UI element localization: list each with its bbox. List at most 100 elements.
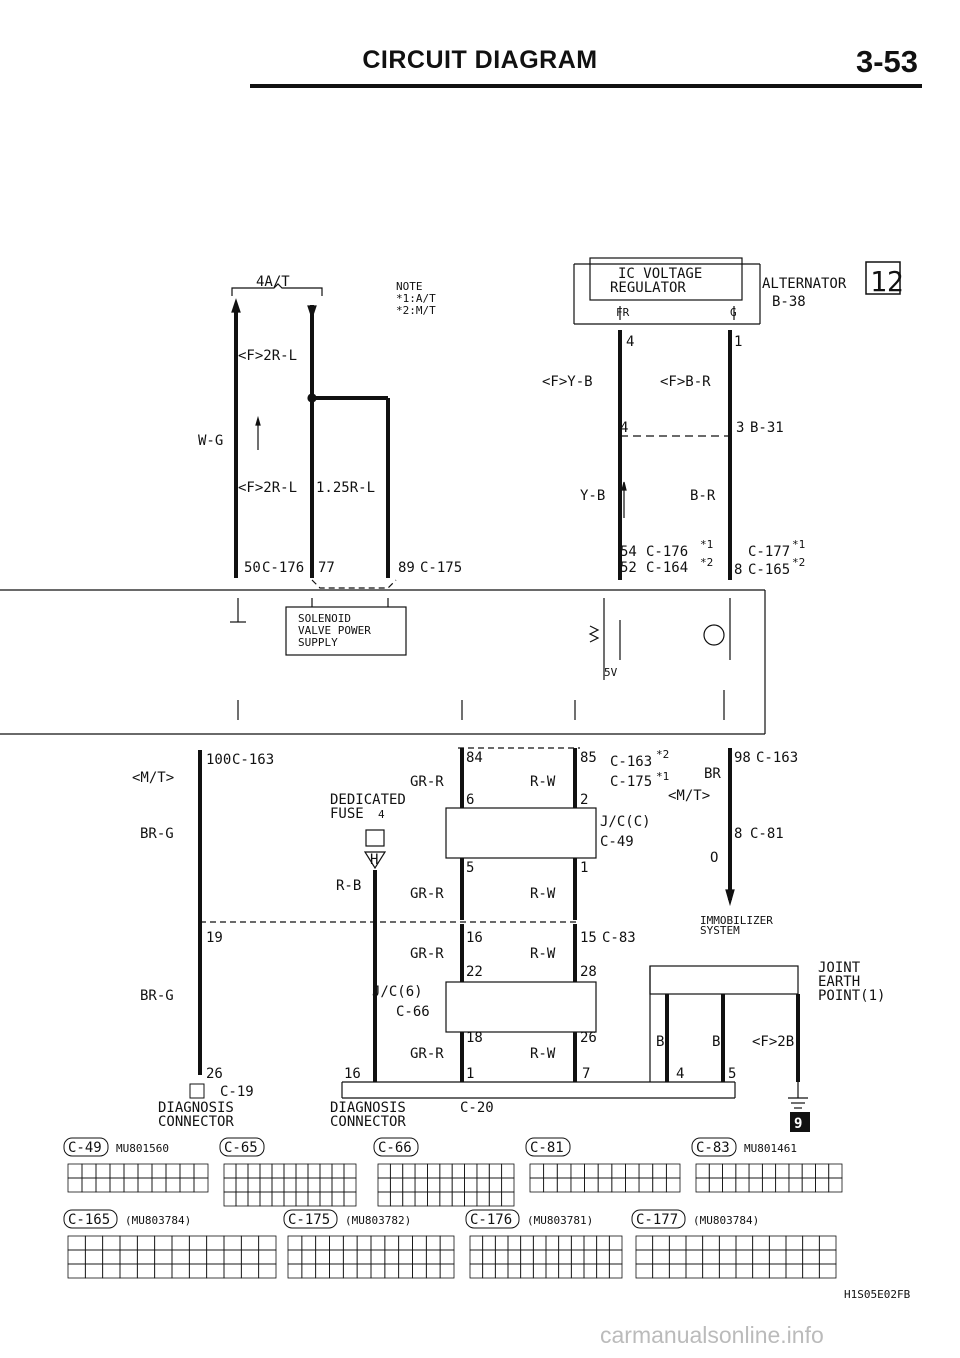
connector-row1-pin-cell — [389, 1177, 404, 1193]
pin-19: 19 — [206, 930, 223, 946]
label-gr-r-2: GR-R — [410, 886, 444, 902]
connector-row1-pin-cell — [638, 1177, 654, 1193]
connector-row2-pin-cell — [439, 1235, 455, 1251]
connector-row2-pin-cell — [785, 1249, 804, 1265]
label-125r-l: 1.25R-L — [316, 480, 375, 496]
connector-row2-pin-cell — [67, 1235, 86, 1251]
connector-row2-pin-cell — [520, 1249, 534, 1265]
connector-row2-pin-cell — [329, 1235, 344, 1251]
connector-row1-pin-cell — [652, 1177, 667, 1193]
pin-84: 84 — [466, 750, 483, 766]
connector-row1-pin-cell — [722, 1177, 737, 1193]
connector-row2-pin-cell — [154, 1249, 173, 1265]
connector-row1-pin-cell — [652, 1163, 667, 1179]
connector-row2-pin-cell — [258, 1249, 277, 1265]
connector-row1-pin-cell — [529, 1177, 545, 1193]
connector-row1-pin-cell — [389, 1191, 404, 1207]
connector-row2-pin-cell — [315, 1249, 330, 1265]
pin-15: 15 — [580, 930, 597, 946]
pin-50: 50 — [244, 560, 261, 576]
connector-row1-pin-cell — [695, 1177, 710, 1193]
connector-row1-pin-cell — [570, 1177, 585, 1193]
connector-row1-pin-cell — [67, 1163, 83, 1179]
note-line-2: *2:M/T — [396, 304, 436, 317]
connector-row2-pin-cell — [570, 1263, 585, 1279]
connector-row1-label-frame-4 — [691, 1137, 737, 1157]
connector-row1-pin-cell — [319, 1191, 333, 1207]
connector-row1-part-0: MU801560 — [116, 1142, 169, 1155]
connector-row2-pin-cell — [583, 1249, 598, 1265]
connector-row1-pin-cell — [235, 1191, 249, 1207]
connector-row1-pin-cell — [319, 1163, 333, 1179]
connector-row2-pin-cell — [802, 1235, 820, 1251]
connector-row1-pin-cell — [501, 1191, 515, 1207]
connector-row1-pin-cell — [488, 1163, 503, 1179]
connector-row2-pin-cell — [482, 1263, 496, 1279]
page-number: 3-53 — [855, 44, 918, 79]
connector-row2-pin-cell — [240, 1249, 260, 1265]
connector-row1-pin-cell — [597, 1177, 613, 1193]
connector-row2-pin-cell — [223, 1249, 242, 1265]
connector-row1-pin-cell — [464, 1177, 478, 1193]
pin-4-diag: 4 — [676, 1066, 684, 1082]
conn-c66: C-66 — [396, 1004, 430, 1020]
connector-row2-part-0: (MU803784) — [125, 1214, 191, 1227]
note-star-1: *1 — [700, 538, 713, 551]
connector-row2-pin-cell — [818, 1235, 837, 1251]
label-b-r: B-R — [690, 488, 716, 504]
connector-row2-part-3: (MU803784) — [693, 1214, 759, 1227]
alternator-conn: B-38 — [772, 294, 806, 310]
connector-row2-pin-cell — [67, 1263, 86, 1279]
diag-connector-1-line-2: CONNECTOR — [158, 1114, 234, 1130]
connector-row2-pin-cell — [384, 1263, 400, 1279]
connector-row1-pin-cell — [451, 1163, 465, 1179]
connector-row2-pin-cell — [136, 1263, 156, 1279]
connector-row1-pin-cell — [271, 1177, 285, 1193]
pin-16-diag: 16 — [344, 1066, 361, 1082]
connector-row1-pin-cell — [307, 1163, 321, 1179]
conn-c83: C-83 — [602, 930, 636, 946]
connector-row2-pin-cell — [507, 1263, 522, 1279]
connector-row1-pin-cell — [815, 1177, 830, 1193]
connector-row1-pin-cell — [695, 1163, 710, 1179]
connector-row2-pin-cell — [735, 1249, 754, 1265]
connector-row2-pin-cell — [596, 1249, 610, 1265]
connector-row2-pin-cell — [439, 1263, 455, 1279]
pin-54: 54 — [620, 544, 637, 560]
joint-line-1: JOINT — [818, 960, 861, 976]
conn-c176-left: C-176 — [262, 560, 304, 576]
connector-row1-pin-cell — [235, 1177, 249, 1193]
jc-6-label: J/C(6) — [372, 984, 423, 1000]
connector-row2-pin-cell — [425, 1235, 441, 1251]
pin-26: 26 — [206, 1066, 223, 1082]
label-r-w-1: R-W — [530, 774, 556, 790]
diag-connector-1-line-1: DIAGNOSIS — [158, 1100, 234, 1116]
connector-row2-pin-cell — [154, 1235, 173, 1251]
connector-row2-pin-cell — [635, 1263, 654, 1279]
label-r-b: R-B — [336, 878, 361, 894]
connector-row2-pin-cell — [136, 1249, 156, 1265]
pin-2: 2 — [580, 792, 588, 808]
connector-row2-pin-cell — [608, 1249, 623, 1265]
connector-row1-pin-cell — [271, 1163, 285, 1179]
note-star-2: *2 — [700, 556, 713, 569]
connector-row2-pin-cell — [768, 1263, 787, 1279]
connector-row1-pin-cell — [748, 1177, 763, 1193]
connector-row1-pin-cell — [761, 1163, 777, 1179]
connector-row1-pin-cell — [179, 1177, 195, 1193]
connector-row2-pin-cell — [802, 1263, 820, 1279]
connector-row1-pin-cell — [223, 1177, 237, 1193]
connector-row2-pin-cell — [558, 1235, 572, 1251]
connector-row1-pin-cell — [439, 1191, 453, 1207]
connector-row1-pin-cell — [556, 1163, 572, 1179]
connector-row1-pin-cell — [389, 1163, 404, 1179]
connector-row1-pin-cell — [307, 1177, 321, 1193]
connector-row2-pin-cell — [768, 1235, 787, 1251]
connector-row2-pin-cell — [545, 1249, 560, 1265]
connector-row2-pin-cell — [223, 1235, 242, 1251]
connector-row2-pin-cell — [240, 1263, 260, 1279]
connector-row1-pin-cell — [402, 1191, 416, 1207]
connector-row2-pin-cell — [608, 1235, 623, 1251]
connector-row2-pin-cell — [84, 1249, 104, 1265]
connector-row2-part-2: (MU803781) — [527, 1214, 593, 1227]
